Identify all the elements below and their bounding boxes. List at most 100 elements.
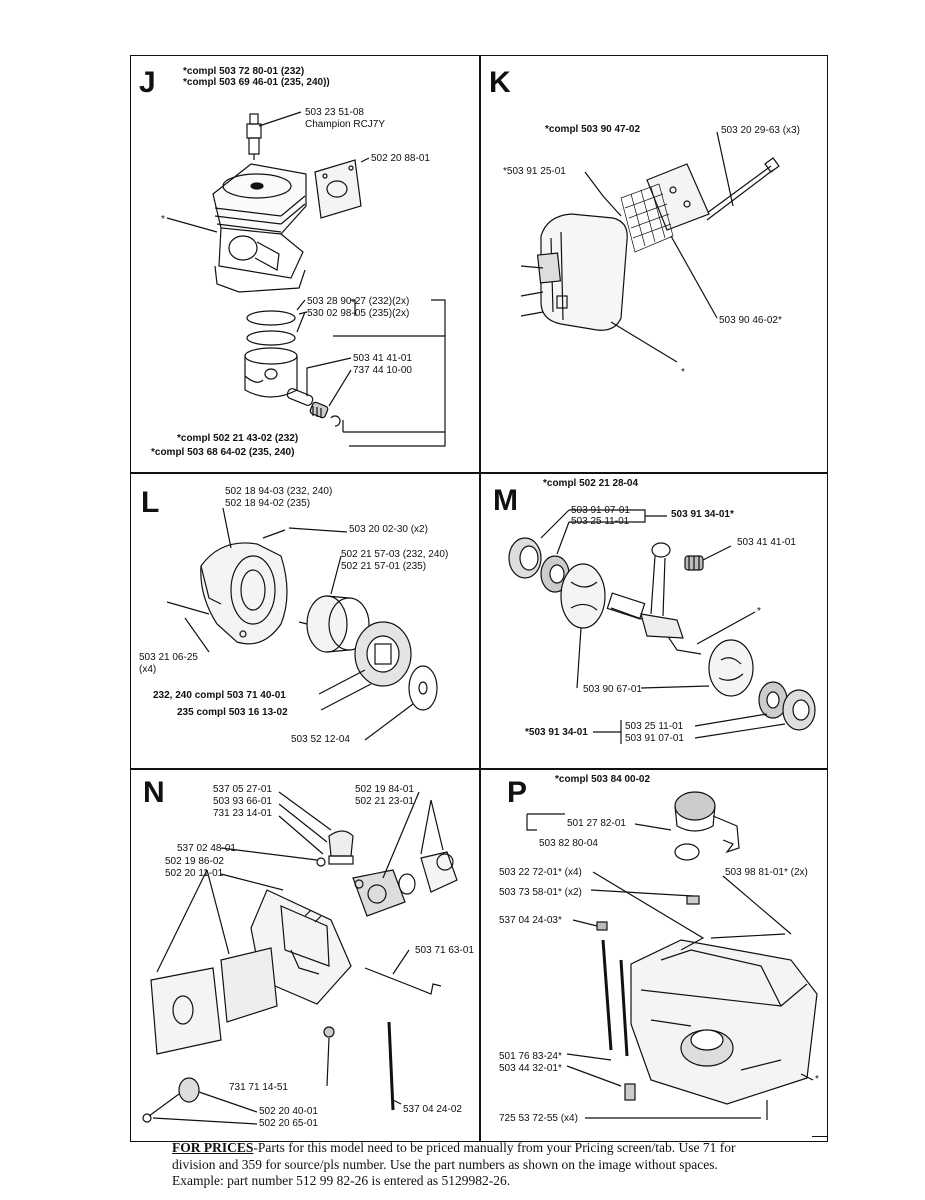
clutch-housing-icon [200, 542, 288, 645]
washer-icon [408, 665, 438, 711]
needle-bearing-icon [684, 555, 704, 571]
label-bottom-screws: 725 53 72-55 (x4) [499, 1113, 578, 1124]
pricing-note-prefix: FOR PRICES [172, 1140, 254, 1155]
label-side-screw: 503 21 06-25 [139, 652, 198, 663]
knob-icon [142, 1077, 200, 1123]
marker-star: * [815, 1074, 819, 1085]
pricing-note-line-3: Example: part number 512 99 82-26 is ent… [172, 1173, 511, 1188]
needle-bearing-icon [309, 401, 329, 419]
nut-icon [323, 1026, 335, 1038]
carburetor-icon [352, 869, 406, 917]
label-n-l4: 537 02 48-01 [177, 843, 236, 854]
label-flywheel: 503 90 67-01 [583, 684, 642, 695]
air-filter-housing-icon [250, 889, 352, 1005]
label-piston-pin: 503 41 41-01 [353, 353, 412, 364]
pricing-note: FOR PRICES-Parts for this model need to … [172, 1140, 812, 1190]
label-fuel-line-2: 503 44 32-01* [499, 1063, 562, 1074]
seal-icon [782, 689, 816, 731]
panel-letter-m: M [493, 484, 518, 517]
bolt-icon [702, 157, 780, 221]
label-kit-bottom: *503 91 34-01 [525, 727, 588, 738]
label-housing-screw: 503 20 02-30 (x2) [349, 524, 428, 535]
muffler-plate-icon [646, 163, 710, 231]
air-filter-icon [150, 947, 278, 1055]
label-clutch-drum-235: 502 21 57-01 (235) [341, 561, 427, 572]
fuel-line-icon [601, 939, 613, 1051]
circlip-icon [330, 415, 341, 427]
label-tank-bolt: 503 98 81-01* (2x) [725, 867, 808, 878]
label-grommet: 503 73 58-01* (x2) [499, 887, 582, 898]
bearing-icon [508, 537, 542, 579]
label-tank-screws: 503 22 72-01* (x4) [499, 867, 582, 878]
screw-icon [166, 601, 210, 615]
label-n-r1: 502 19 84-01 [355, 784, 414, 795]
crankshaft-exploded-drawing [508, 509, 816, 744]
label-ring-235: 530 02 98-05 (235)(2x) [307, 308, 410, 319]
primer-bulb-icon [328, 830, 354, 865]
gasket-icon [314, 159, 362, 219]
label-side-screw-qty: (x4) [139, 664, 157, 675]
panel-letter-n: N [143, 776, 165, 809]
pricing-note-line-1: -Parts for this model need to be priced … [253, 1140, 736, 1155]
fuel-cap-icon [674, 791, 740, 861]
marker-star: * [161, 214, 165, 225]
screw-icon [262, 529, 286, 539]
panel-p: P *compl 503 84 00-02 501 27 82-01 503 8… [480, 769, 828, 1142]
label-n-l5: 502 19 86-02 [165, 856, 224, 867]
label-clutch-housing-235: 502 18 94-02 (235) [225, 498, 311, 509]
muffler-exploded-drawing [520, 131, 780, 363]
panel-j-header-2: *compl 503 69 46-01 (235, 240)) [183, 77, 330, 88]
fuel-hose-icon [387, 1021, 395, 1111]
panel-k: K *compl 503 90 47-02 503 20 29-63 (x3) … [480, 55, 828, 473]
panel-m-header: *compl 502 21 28-04 [543, 478, 639, 489]
marker-star: * [757, 606, 761, 617]
piston-ring-icon [246, 310, 296, 326]
label-clutch-compl-232: 232, 240 compl 503 71 40-01 [153, 690, 286, 701]
intake-icon [398, 851, 458, 895]
panel-letter-p: P [507, 776, 528, 809]
label-bearing-bot-2: 503 91 07-01 [625, 733, 684, 744]
label-knob-1: 502 20 40-01 [259, 1106, 318, 1117]
footer-rule-right [812, 1136, 828, 1137]
label-muffler-body: *503 91 25-01 [503, 166, 566, 177]
label-throttle-wire: 503 71 63-01 [415, 945, 474, 956]
label-clutch-drum-232: 502 21 57-03 (232, 240) [341, 549, 449, 560]
label-fuel-hose: 537 04 24-02 [403, 1104, 462, 1115]
panel-k-header: *compl 503 90 47-02 [545, 124, 641, 135]
label-bearing-bot-1: 503 25 11-01 [625, 721, 684, 732]
flywheel-icon [560, 563, 606, 629]
label-n-l1: 537 05 27-01 [213, 784, 272, 795]
label-nut: 731 71 14-51 [229, 1082, 288, 1093]
pricing-note-line-2: division and 359 for source/pls number. … [172, 1156, 718, 1172]
nut-icon [316, 857, 326, 867]
flywheel-half-icon [708, 639, 754, 697]
panel-n: N 537 05 27-01 503 93 66-01 731 23 14-01… [130, 769, 480, 1142]
label-piston-compl-235: *compl 503 68 64-02 (235, 240) [151, 447, 295, 458]
label-n-l2: 503 93 66-01 [213, 796, 272, 807]
label-n-l3: 731 23 14-01 [213, 808, 272, 819]
piston-ring-icon [246, 330, 296, 346]
panel-j-header-1: *compl 503 72 80-01 (232) [183, 66, 305, 77]
marker-star: * [681, 367, 685, 378]
panel-letter-j: J [139, 66, 156, 99]
label-knob-2: 502 20 65-01 [259, 1118, 318, 1129]
label-clutch-compl-235: 235 compl 503 16 13-02 [177, 707, 288, 718]
footer-rule-left [130, 1141, 162, 1142]
fuel-filter-icon [596, 921, 608, 931]
label-fuel-cap-1: 501 27 82-01 [567, 818, 626, 829]
bolt-icon [710, 933, 786, 939]
panel-letter-l: L [141, 486, 160, 519]
throttle-wire-icon [364, 967, 442, 995]
carburetor-exploded-drawing [142, 791, 458, 1125]
crankshaft-icon [606, 542, 702, 655]
label-washer: 503 52 12-04 [291, 734, 350, 745]
grommet-icon [686, 895, 700, 905]
clutch-exploded-drawing [166, 507, 438, 741]
label-muffler-screen: 503 90 46-02* [719, 315, 782, 326]
panel-p-header: *compl 503 84 00-02 [555, 774, 651, 785]
label-fuel-filter: 537 04 24-03* [499, 915, 562, 926]
cylinder-icon [212, 163, 307, 293]
panel-letter-k: K [489, 66, 511, 99]
label-fuel-line-1: 501 76 83-24* [499, 1051, 562, 1062]
label-spark-plug-name: Champion RCJ7Y [305, 119, 386, 130]
